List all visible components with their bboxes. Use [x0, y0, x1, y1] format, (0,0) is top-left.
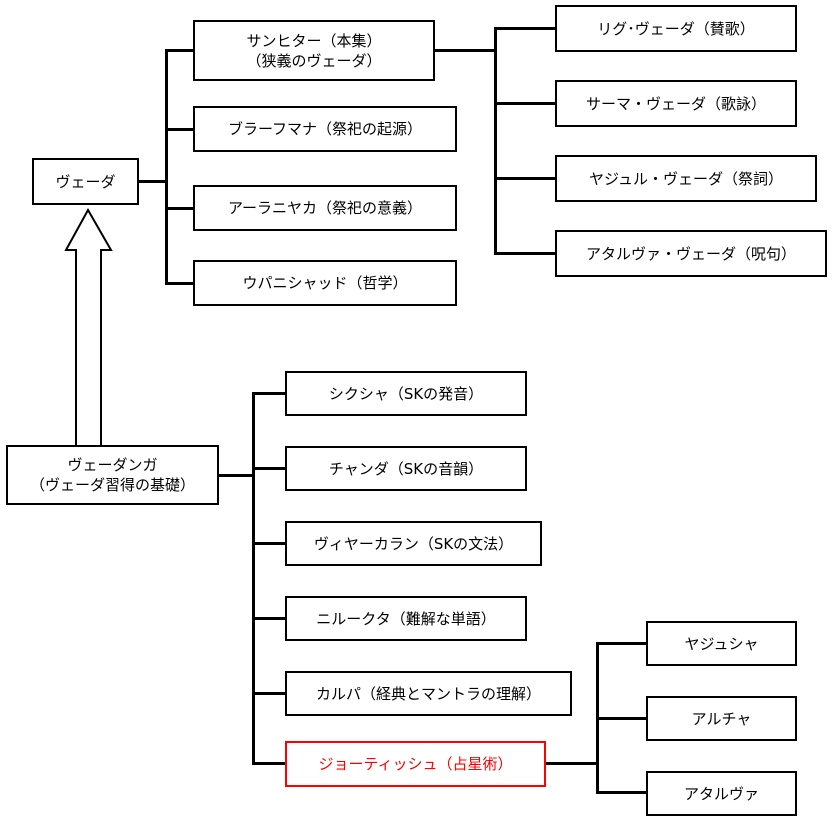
connector-spine [252, 392, 255, 765]
node-nirukta: ニルークタ（難解な単語） [285, 596, 527, 641]
connector-line [596, 642, 647, 645]
connector-line [138, 180, 167, 183]
connector-line [252, 467, 286, 470]
node-label: チャンダ（SKの音韻） [328, 459, 484, 478]
connector-line [165, 207, 194, 210]
connector-line [252, 617, 286, 620]
node-label: ヴィヤーカラン（SKの文法） [313, 534, 514, 553]
node-vedanga: ヴェーダンガ （ヴェーダ習得の基礎） [6, 445, 219, 505]
node-label: ニルークタ（難解な単語） [316, 609, 496, 628]
node-label: アタルヴァ [683, 784, 759, 803]
node-samaveda: サーマ・ヴェーダ（歌詠） [555, 80, 797, 127]
connector-spine [165, 49, 168, 285]
connector-line [596, 717, 647, 720]
connector-line [165, 128, 194, 131]
node-label: ジョーティッシュ（占星術） [318, 755, 513, 773]
node-label: ブラーフマナ（祭祀の起源） [227, 120, 423, 138]
node-label: ヴェーダ [55, 172, 116, 191]
node-veda: ヴェーダ [32, 158, 139, 205]
node-label: アーラニヤカ（祭祀の意義） [227, 199, 423, 217]
node-kalpa: カルパ（経典とマントラの理解） [285, 671, 572, 716]
node-aranyaka: アーラニヤカ（祭祀の意義） [193, 185, 457, 231]
node-sublabel: （ヴェーダ習得の基礎） [29, 476, 195, 494]
node-label: ヴェーダンガ [67, 456, 158, 474]
node-upanishad: ウパニシャッド（哲学） [193, 260, 457, 306]
node-chandas: チャンダ（SKの音韻） [285, 446, 527, 491]
node-archa: アルチャ [646, 696, 797, 741]
connector-line [596, 791, 647, 794]
connector-line [494, 27, 556, 30]
connector-line [494, 102, 556, 105]
node-brahmana: ブラーフマナ（祭祀の起源） [193, 106, 457, 152]
node-label: リグ･ヴェーダ（賛歌） [597, 19, 755, 38]
node-label: シクシャ（SKの発音） [328, 384, 484, 403]
node-label: サーマ・ヴェーダ（歌詠） [585, 94, 766, 113]
node-shiksha: シクシャ（SKの発音） [285, 371, 527, 416]
node-atharva: アタルヴァ [646, 771, 797, 816]
node-yajusha: ヤジュシャ [646, 621, 797, 666]
connector-line [434, 49, 496, 52]
connector-line [252, 392, 286, 395]
node-atharvaveda: アタルヴァ・ヴェーダ（呪句） [555, 230, 827, 277]
node-label: アタルヴァ・ヴェーダ（呪句） [585, 244, 796, 263]
node-rigveda: リグ･ヴェーダ（賛歌） [555, 5, 797, 52]
connector-line [252, 692, 286, 695]
node-label: ヤジュル・ヴェーダ（祭詞） [589, 169, 783, 188]
connector-line [165, 282, 194, 285]
node-label: カルパ（経典とマントラの理解） [315, 684, 541, 703]
connector-line [494, 177, 556, 180]
node-label: ウパニシャッド（哲学） [242, 274, 408, 292]
node-label: アルチャ [691, 709, 752, 728]
arrow-shape [64, 207, 113, 447]
node-label: サンヒター（本集） [246, 31, 382, 50]
connector-line [545, 762, 598, 765]
node-samhita: サンヒター（本集） （狭義のヴェーダ） [193, 20, 435, 81]
node-yajurveda: ヤジュル・ヴェーダ（祭詞） [555, 155, 817, 202]
connector-line [494, 252, 556, 255]
connector-line [165, 49, 194, 52]
connector-spine [494, 27, 497, 255]
node-sublabel: （狭義のヴェーダ） [246, 51, 382, 70]
node-jyotisha: ジョーティッシュ（占星術） [285, 741, 546, 787]
connector-line [218, 474, 254, 477]
connector-line [252, 542, 286, 545]
node-vyakarana: ヴィヤーカラン（SKの文法） [285, 521, 542, 566]
node-label: ヤジュシャ [684, 634, 759, 653]
connector-line [252, 762, 286, 765]
